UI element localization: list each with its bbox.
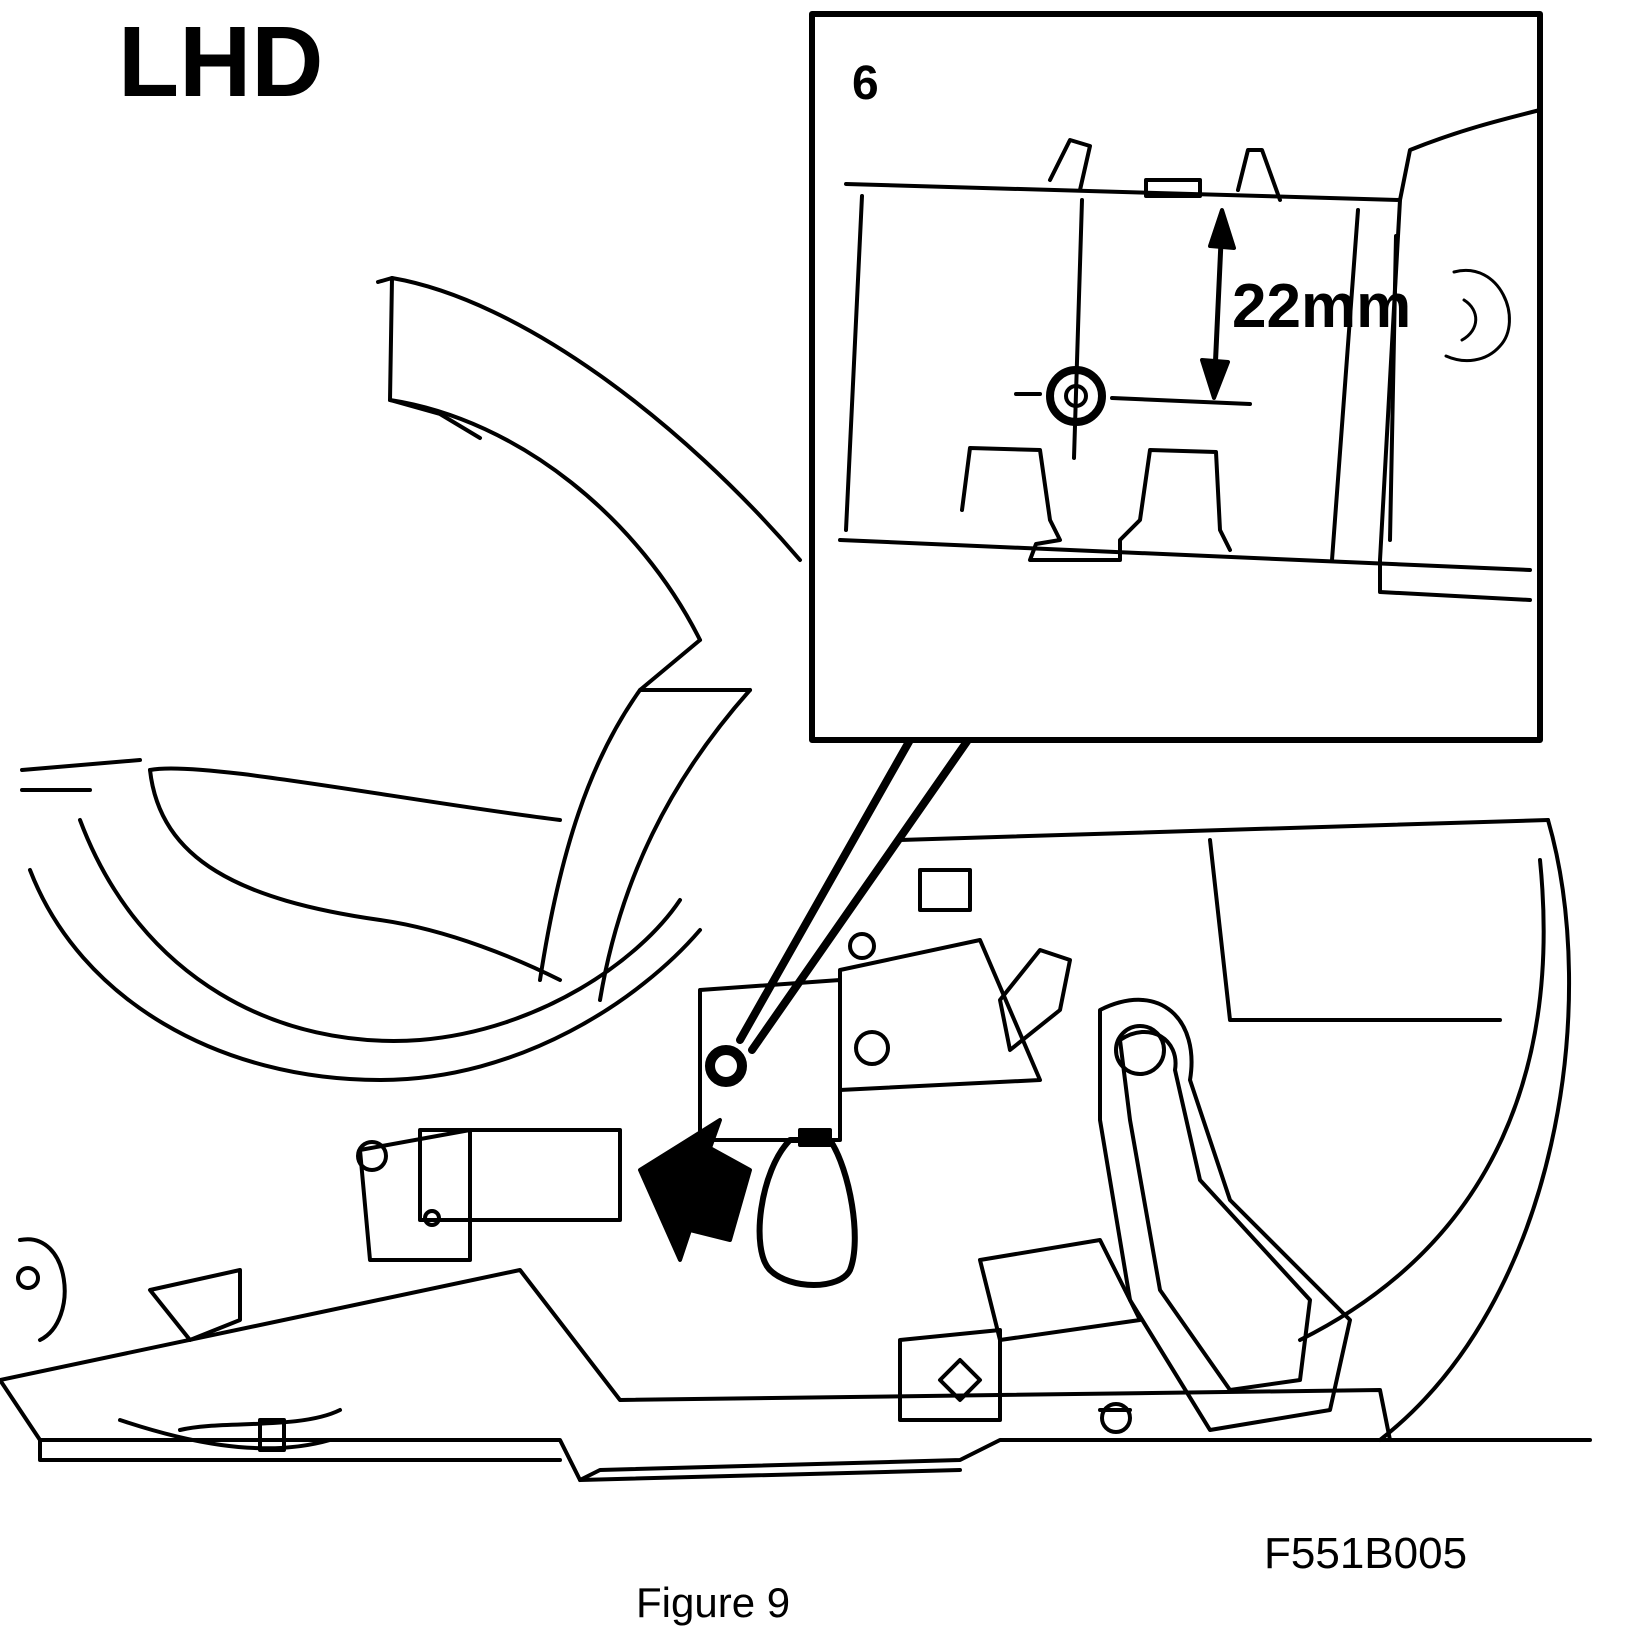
lower-left-arc <box>20 758 702 1082</box>
figure-code: F551B005 <box>1264 1529 1468 1578</box>
lever-bracket <box>898 948 1352 1432</box>
right-frame-arc <box>898 818 1592 1442</box>
variant-label: LHD <box>118 6 324 118</box>
upper-trim-arc <box>376 276 802 1002</box>
dimension-label: 22mm <box>1232 272 1412 341</box>
base-plate <box>0 1268 1392 1482</box>
left-hub <box>16 1237 242 1342</box>
cable-clip <box>118 1408 342 1452</box>
pointer-dot <box>705 1045 747 1087</box>
detail-inset <box>809 11 1543 743</box>
figure-caption: Figure 9 <box>636 1579 791 1626</box>
insertion-arrow <box>638 1118 752 1262</box>
leader-lines <box>736 736 972 1054</box>
bulb-handle <box>756 1128 858 1288</box>
detail-number: 6 <box>852 57 879 110</box>
center-housing <box>356 868 1042 1262</box>
